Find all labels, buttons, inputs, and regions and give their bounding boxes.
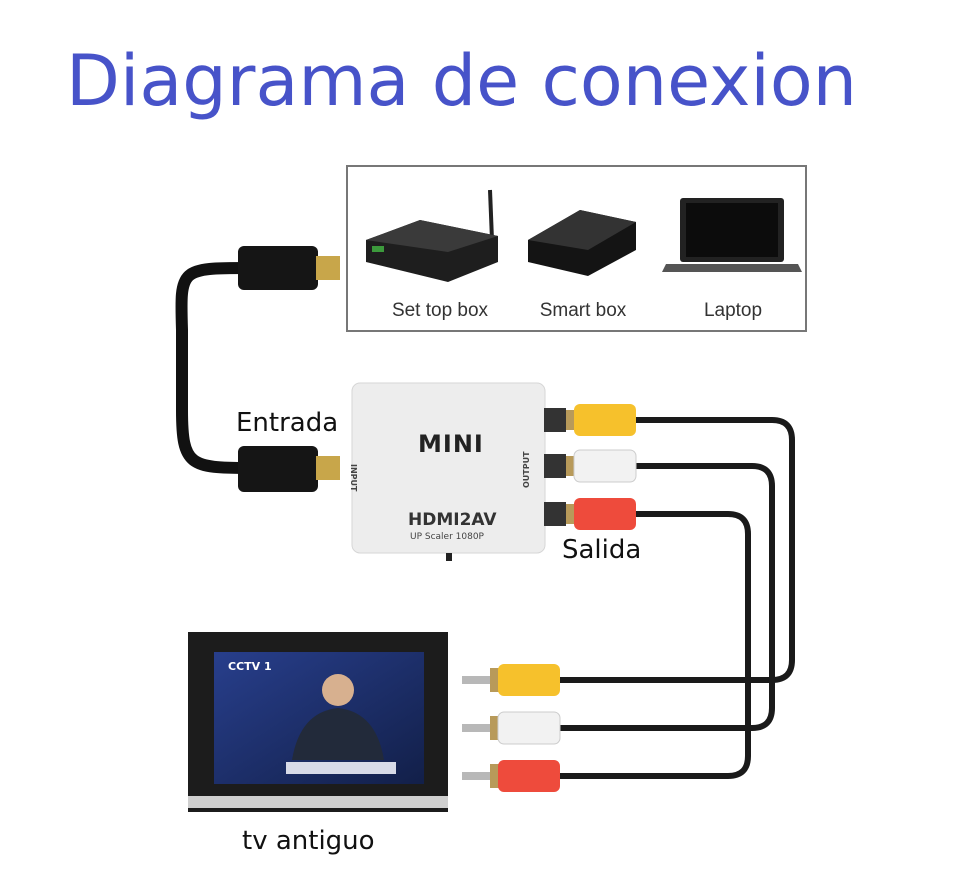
hdmi-cable	[175, 262, 251, 474]
smart-box-icon	[528, 210, 636, 276]
device-label-set-top-box: Set top box	[391, 300, 489, 321]
hdmi-connector-top	[238, 246, 340, 290]
converter-model: HDMI2AV	[408, 510, 497, 530]
device-label-smart-box: Smart box	[539, 300, 627, 321]
output-port-label: OUTPUT	[522, 451, 531, 488]
laptop-icon	[662, 198, 802, 272]
input-label: Entrada	[236, 408, 339, 438]
rca-plug-white-out	[573, 449, 637, 483]
rca-output-cables	[558, 417, 795, 779]
converter-brand: MINI	[418, 430, 484, 458]
output-label: Salida	[562, 535, 642, 565]
rca-plugs-tv	[462, 664, 561, 792]
rca-plug-yellow-out	[574, 404, 636, 436]
tv-label: tv antiguo	[242, 826, 375, 856]
device-label-laptop: Laptop	[703, 300, 763, 321]
rca-plug-red-out	[574, 498, 636, 530]
hdmi-connector-bottom	[238, 446, 340, 492]
diagram-title: Diagrama de conexion	[66, 40, 858, 122]
tv-channel-logo: CCTV 1	[228, 660, 272, 673]
rca-jacks	[544, 408, 576, 526]
set-top-box-icon	[366, 189, 498, 282]
input-port-label: INPUT	[349, 464, 358, 492]
converter-subtitle: UP Scaler 1080P	[410, 532, 484, 542]
old-tv-icon	[188, 632, 448, 812]
